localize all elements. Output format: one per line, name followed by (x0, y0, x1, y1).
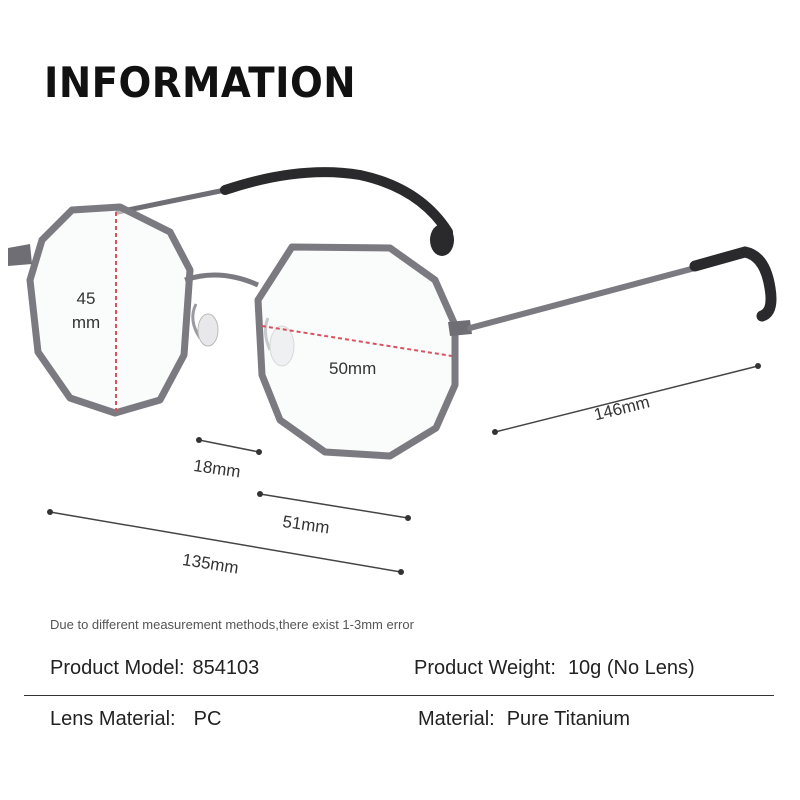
frame-width-line (47, 509, 404, 575)
right-lens (254, 243, 472, 460)
left-lens (8, 203, 194, 417)
lens-height-unit: mm (71, 313, 101, 332)
lens-total-width-line (257, 491, 411, 521)
bridge-width-line (196, 437, 262, 455)
measurement-note: Due to different measurement methods,the… (50, 617, 414, 632)
spec-material-label: Material: (418, 708, 495, 730)
back-temple (115, 167, 454, 256)
spec-model: Product Model: 854103 (50, 657, 259, 680)
lens-width-label: 50mm (329, 359, 377, 378)
page-title: INFORMATION (44, 58, 357, 107)
spec-material: Material: Pure Titanium (418, 708, 630, 731)
spec-model-value: 854103 (192, 657, 260, 679)
spec-lens-material-label: Lens Material: (50, 708, 176, 730)
spec-lens-material: Lens Material: PC (50, 708, 221, 731)
spec-weight: Product Weight: 10g (No Lens) (414, 657, 695, 680)
temple-length-line (492, 363, 761, 435)
spec-model-label: Product Model: (50, 657, 185, 679)
spec-material-value: Pure Titanium (506, 708, 631, 730)
lens-height-label: 45 mm (66, 287, 106, 335)
spec-weight-value: 10g (No Lens) (567, 657, 695, 679)
front-temple (467, 246, 777, 331)
spec-weight-label: Product Weight: (414, 657, 556, 679)
divider-line (24, 695, 774, 696)
spec-lens-material-value: PC (193, 708, 222, 730)
lens-height-value: 45 (76, 289, 96, 308)
